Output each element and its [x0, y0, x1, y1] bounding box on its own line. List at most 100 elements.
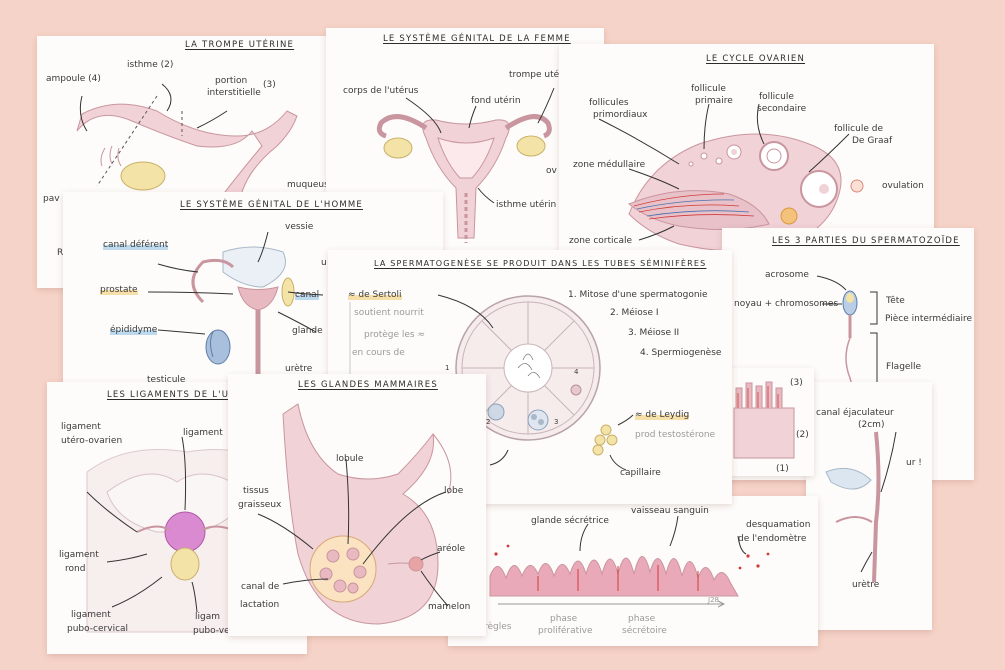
trompe-illustration [76, 83, 298, 237]
title-homme: LE SYSTÈME GÉNITAL DE L'HOMME [180, 200, 363, 210]
label-lactation: lactation [240, 600, 280, 610]
title-cycle: LE CYCLE OVARIEN [706, 54, 806, 64]
label-sertoli: ≈ de Sertoli [348, 290, 402, 300]
label-en-cours: en cours de [352, 348, 405, 358]
label-zone-medullaire: zone médullaire [573, 160, 646, 170]
label-num1: 1 [445, 364, 450, 372]
label-primordiaux: primordiaux [593, 110, 648, 120]
label-pubo-cervical: pubo-cervical [67, 624, 129, 634]
title-trompe: LA TROMPE UTÉRINE [185, 40, 295, 50]
label-num4: 4 [574, 368, 579, 376]
title-ligaments: LES LIGAMENTS DE L'U [107, 390, 230, 400]
label-ovulation: ovulation [882, 181, 924, 191]
label-capillaire: capillaire [620, 468, 661, 478]
label-leydig-prod: prod testostérone [635, 430, 716, 440]
label-mamelon: mamelon [428, 602, 471, 612]
label-epididyme: épididyme [110, 325, 158, 335]
label-vessie: vessie [285, 222, 314, 232]
villosites-illustration [733, 381, 795, 459]
card-villosites[interactable]: (3) (2) (1) [728, 368, 814, 476]
label-degraaf: De Graaf [852, 136, 893, 146]
spermatozoide-illustration [816, 275, 878, 429]
label-ligament-ves: ligam [195, 612, 220, 622]
label-interstitielle: interstitielle [207, 88, 261, 98]
endometre-illustration [489, 515, 770, 608]
label-canal-deferent: canal déférent [103, 240, 169, 250]
label-num3: (3) [263, 80, 276, 90]
card-canal-ejaculateur[interactable]: canal éjaculateur (2cm) ur ! urètre [806, 382, 932, 630]
femme-illustration [376, 87, 555, 243]
label-portion: portion [215, 76, 248, 86]
label-excl: ur ! [906, 458, 922, 468]
label-vaisseau: vaisseau sanguin [631, 506, 709, 516]
label-glande-secretrice: glande sécrétrice [531, 516, 609, 526]
label-ov: ov [546, 166, 557, 176]
label-canal-de: canal de [241, 582, 280, 592]
label-soutient: soutient nourrit [354, 308, 424, 318]
label-ligament-rond: ligament [59, 550, 99, 560]
label-step3: 3. Méiose II [628, 328, 680, 338]
label-areole: aréole [437, 544, 466, 554]
mammaires-illustration [257, 403, 452, 625]
title-mammaires: LES GLANDES MAMMAIRES [298, 380, 438, 390]
label-secretoire: sécrétoire [622, 626, 667, 636]
label-uretre: urètre [285, 364, 313, 374]
label-ligament-pubo: ligament [71, 610, 111, 620]
label-trompe-ute: trompe uté [509, 70, 560, 80]
card-endometre[interactable]: glande sécrétrice vaisseau sanguin desqu… [448, 496, 818, 646]
card-glandes-mammaires[interactable]: LES GLANDES MAMMAIRES lobule tissus grai… [228, 374, 486, 636]
label-graisseux: graisseux [238, 500, 282, 510]
label-canal-ejaculateur: canal éjaculateur [816, 408, 894, 418]
label-canal: canal [295, 290, 320, 300]
label-zone-corticale: zone corticale [569, 236, 633, 246]
label-utero-ovarien: utéro-ovarien [61, 436, 123, 446]
label-pav: pav [43, 194, 60, 204]
label-villi-2: (2) [796, 430, 809, 440]
label-secondaire: secondaire [757, 104, 807, 114]
label-fond-uterin: fond utérin [471, 96, 521, 106]
label-follicule-1: follicule [691, 84, 726, 94]
label-follicule-2: follicule [759, 92, 794, 102]
label-follicule-3: follicule de [834, 124, 883, 134]
label-endometre: de l'endomètre [738, 534, 807, 544]
card-cycle-ovarien[interactable]: LE CYCLE OVARIEN follicules primordiaux … [559, 44, 934, 258]
title-spermatozoide: LES 3 PARTIES DU SPERMATOZOÏDE [772, 236, 960, 246]
label-num2: 2 [486, 418, 491, 426]
label-j28: J28 [708, 596, 719, 604]
label-rond: rond [65, 564, 86, 574]
label-isthme-uterin: isthme utérin [496, 200, 557, 210]
label-tete: Tête [886, 296, 905, 306]
label-glande: glande [292, 326, 323, 336]
label-regles: règles [484, 622, 512, 632]
label-uretre-ejac: urètre [852, 580, 880, 590]
label-piece: Pièce intermédiaire [885, 314, 972, 324]
label-u: u [321, 258, 327, 268]
label-pubo-vesical: pubo-vesical [193, 626, 250, 636]
label-size: (2cm) [858, 420, 885, 430]
label-ampoule: ampoule (4) [46, 74, 101, 84]
label-flagelle: Flagelle [886, 362, 921, 372]
label-phase-prolif: phase [550, 614, 578, 624]
label-primaire: primaire [695, 96, 733, 106]
title-spermatogenese: LA SPERMATOGENÈSE SE PRODUIT DANS LES TU… [374, 259, 707, 268]
homme-illustration [147, 231, 324, 382]
label-r: R [57, 248, 64, 258]
label-muqueuse: muqueuse [287, 180, 327, 190]
label-step4: 4. Spermiogenèse [640, 348, 722, 358]
label-corps-uterus: corps de l'utérus [343, 86, 419, 96]
label-tissus: tissus [243, 486, 269, 496]
label-step2: 2. Méiose I [610, 308, 659, 318]
label-noyau: noyau + chromosomes [734, 299, 839, 309]
ejaculateur-illustration [825, 431, 897, 583]
label-lobe: lobe [444, 486, 464, 496]
cycle-illustration [598, 103, 864, 252]
label-phase-secr: phase [628, 614, 656, 624]
label-testicule: testicule [147, 375, 186, 385]
label-desquamation: desquamation [746, 520, 811, 530]
label-villi-3: (3) [790, 378, 803, 388]
label-follicules: follicules [589, 98, 629, 108]
label-prostate: prostate [100, 285, 138, 295]
label-num3: 3 [554, 418, 559, 426]
label-ligament-utero: ligament [61, 422, 101, 432]
title-femme: LE SYSTÈME GÉNITAL DE LA FEMME [383, 34, 571, 44]
